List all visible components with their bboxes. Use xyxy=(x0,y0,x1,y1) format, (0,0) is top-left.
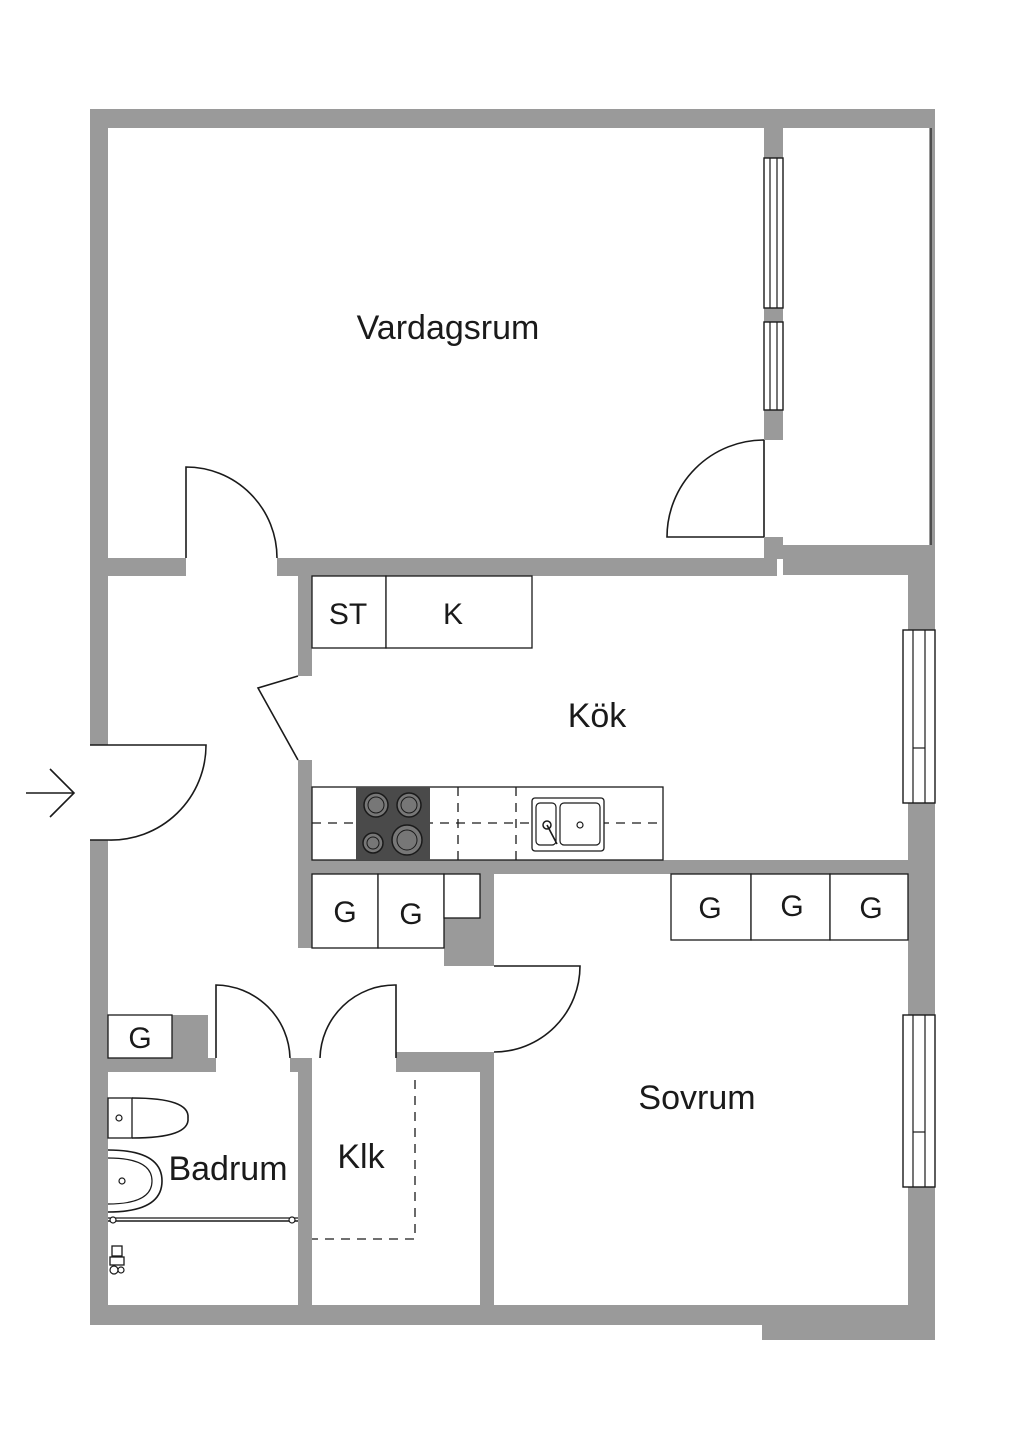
cabinet-labels: ST K G G G G G G xyxy=(128,598,882,1055)
room-label-vardagsrum: Vardagsrum xyxy=(357,309,540,347)
cabinet-label-g: G xyxy=(859,892,882,925)
room-label-kok: Kök xyxy=(568,697,628,735)
room-label-sovrum: Sovrum xyxy=(638,1079,755,1117)
cabinet-label-g: G xyxy=(128,1022,151,1055)
cabinet-label-g: G xyxy=(780,890,803,923)
cabinet-label-k: K xyxy=(443,598,463,631)
toilet-icon xyxy=(107,1097,189,1139)
stove-icon xyxy=(356,787,430,860)
doors xyxy=(90,439,765,1059)
closet-storage-outline xyxy=(312,1080,416,1240)
room-label-klk: Klk xyxy=(337,1138,385,1176)
bedroom-cabinets xyxy=(670,873,909,941)
bathroom-cabinet xyxy=(107,1014,173,1059)
arrow-right-icon xyxy=(26,768,76,818)
kitchen-top-cabinets xyxy=(311,575,533,649)
washbasin-icon xyxy=(107,1149,163,1213)
sink-icon xyxy=(531,797,605,852)
shower-icon xyxy=(108,1216,298,1275)
cabinet-label-st: ST xyxy=(329,598,367,631)
cabinet-label-g: G xyxy=(333,896,356,929)
room-label-badrum: Badrum xyxy=(168,1150,287,1188)
windows xyxy=(763,128,936,1188)
cabinet-label-g: G xyxy=(698,892,721,925)
room-labels: Vardagsrum Kök Sovrum Badrum Klk xyxy=(168,309,755,1188)
walls xyxy=(90,109,935,1340)
cabinet-label-g: G xyxy=(399,898,422,931)
hall-cabinets xyxy=(311,873,481,949)
